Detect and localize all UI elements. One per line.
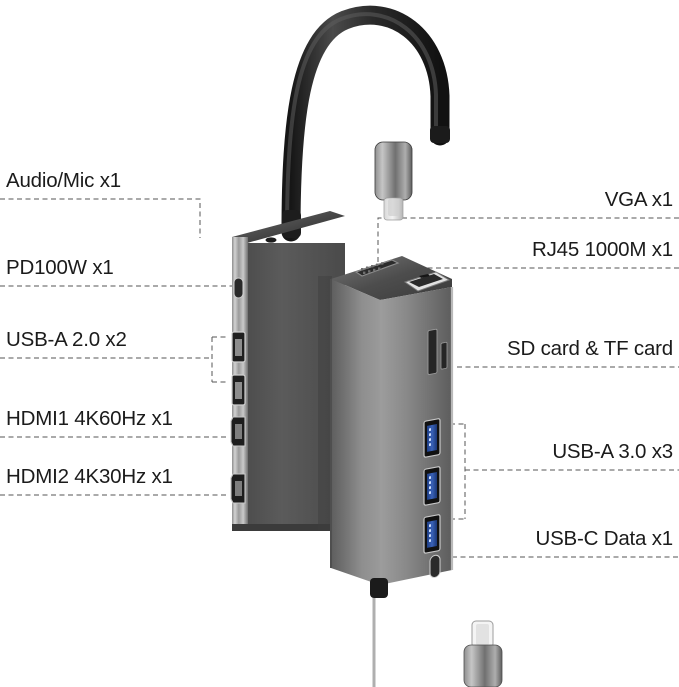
label-usb-a-20: USB-A 2.0 x2	[6, 328, 127, 351]
vga-port	[354, 259, 400, 277]
label-hdmi1: HDMI1 4K60Hz x1	[6, 407, 173, 430]
left-body-bottom	[232, 524, 345, 531]
leader-rj45	[427, 267, 679, 283]
left-body-contact-shadow	[318, 276, 332, 530]
label-pd100w: PD100W x1	[6, 256, 114, 279]
bottom-usb-c-plug	[463, 620, 503, 687]
label-audio-mic: Audio/Mic x1	[6, 169, 121, 192]
usb-c-data-port	[429, 554, 441, 578]
usb-a-3-ports	[423, 418, 441, 554]
bottom-cable-strain-relief	[370, 578, 388, 598]
sd-card-slot	[427, 328, 438, 375]
label-usb-a-30: USB-A 3.0 x3	[552, 440, 673, 463]
label-sd-tf: SD card & TF card	[507, 337, 673, 360]
usb-c-pd-port	[233, 277, 244, 299]
audio-mic-jack	[265, 237, 277, 243]
top-cable-highlight	[285, 12, 438, 233]
top-plug-strain-relief	[430, 126, 450, 143]
tf-card-slot	[440, 341, 448, 370]
label-hdmi2: HDMI2 4K30Hz x1	[6, 465, 173, 488]
right-body-front-face	[331, 279, 380, 585]
left-body-front-face	[248, 243, 345, 530]
leader-vga	[377, 217, 679, 268]
bottom-usb-c-plug-shell	[463, 644, 503, 687]
top-usb-c-plug-shell	[374, 141, 413, 201]
left-body-top-face	[232, 211, 345, 243]
rj45-port	[403, 271, 451, 292]
label-rj45: RJ45 1000M x1	[532, 238, 673, 261]
top-cable	[281, 5, 450, 242]
leader-audio-mic	[0, 198, 201, 238]
right-body-port-face	[380, 287, 452, 585]
label-vga: VGA x1	[604, 188, 674, 211]
label-usb-c-data: USB-C Data x1	[535, 527, 673, 550]
